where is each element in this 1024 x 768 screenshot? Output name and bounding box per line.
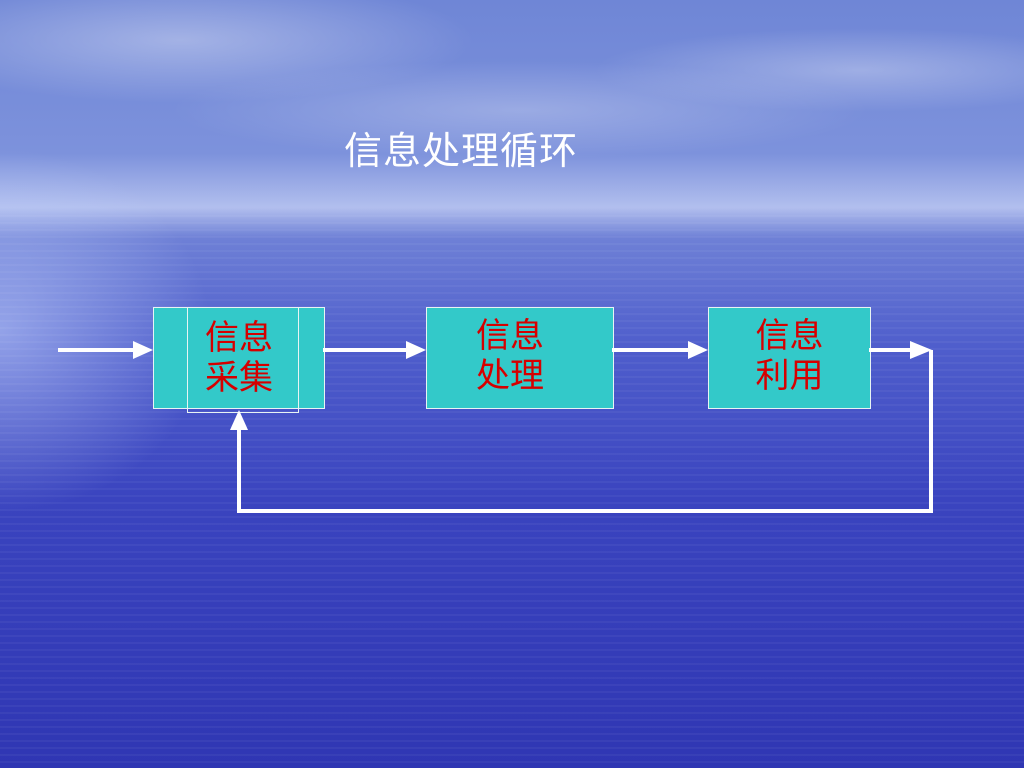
feedback-loop-line <box>237 350 933 513</box>
box-process-line2: 处理 <box>476 356 544 396</box>
box-collect-line2: 采集 <box>205 358 273 398</box>
box-collect-line1: 信息 <box>205 318 273 358</box>
box-process-label: 信息 处理 <box>416 316 604 396</box>
arrowhead-input <box>133 341 153 359</box>
box-process-line1: 信息 <box>476 316 544 356</box>
box-use-label: 信息 利用 <box>708 316 871 396</box>
arrowhead-feedback-up <box>230 410 248 430</box>
arrowhead-to-process <box>406 341 426 359</box>
box-use-line1: 信息 <box>755 316 824 356</box>
box-use <box>708 307 871 409</box>
box-use-line2: 利用 <box>755 356 824 396</box>
box-collect <box>153 307 325 409</box>
box-process <box>426 307 614 409</box>
inner-frame <box>187 307 299 413</box>
arrowhead-to-use <box>688 341 708 359</box>
box-collect-label: 信息 采集 <box>153 318 325 398</box>
arrowhead-to-corner <box>910 341 932 359</box>
slide-title: 信息处理循环 <box>344 129 579 173</box>
